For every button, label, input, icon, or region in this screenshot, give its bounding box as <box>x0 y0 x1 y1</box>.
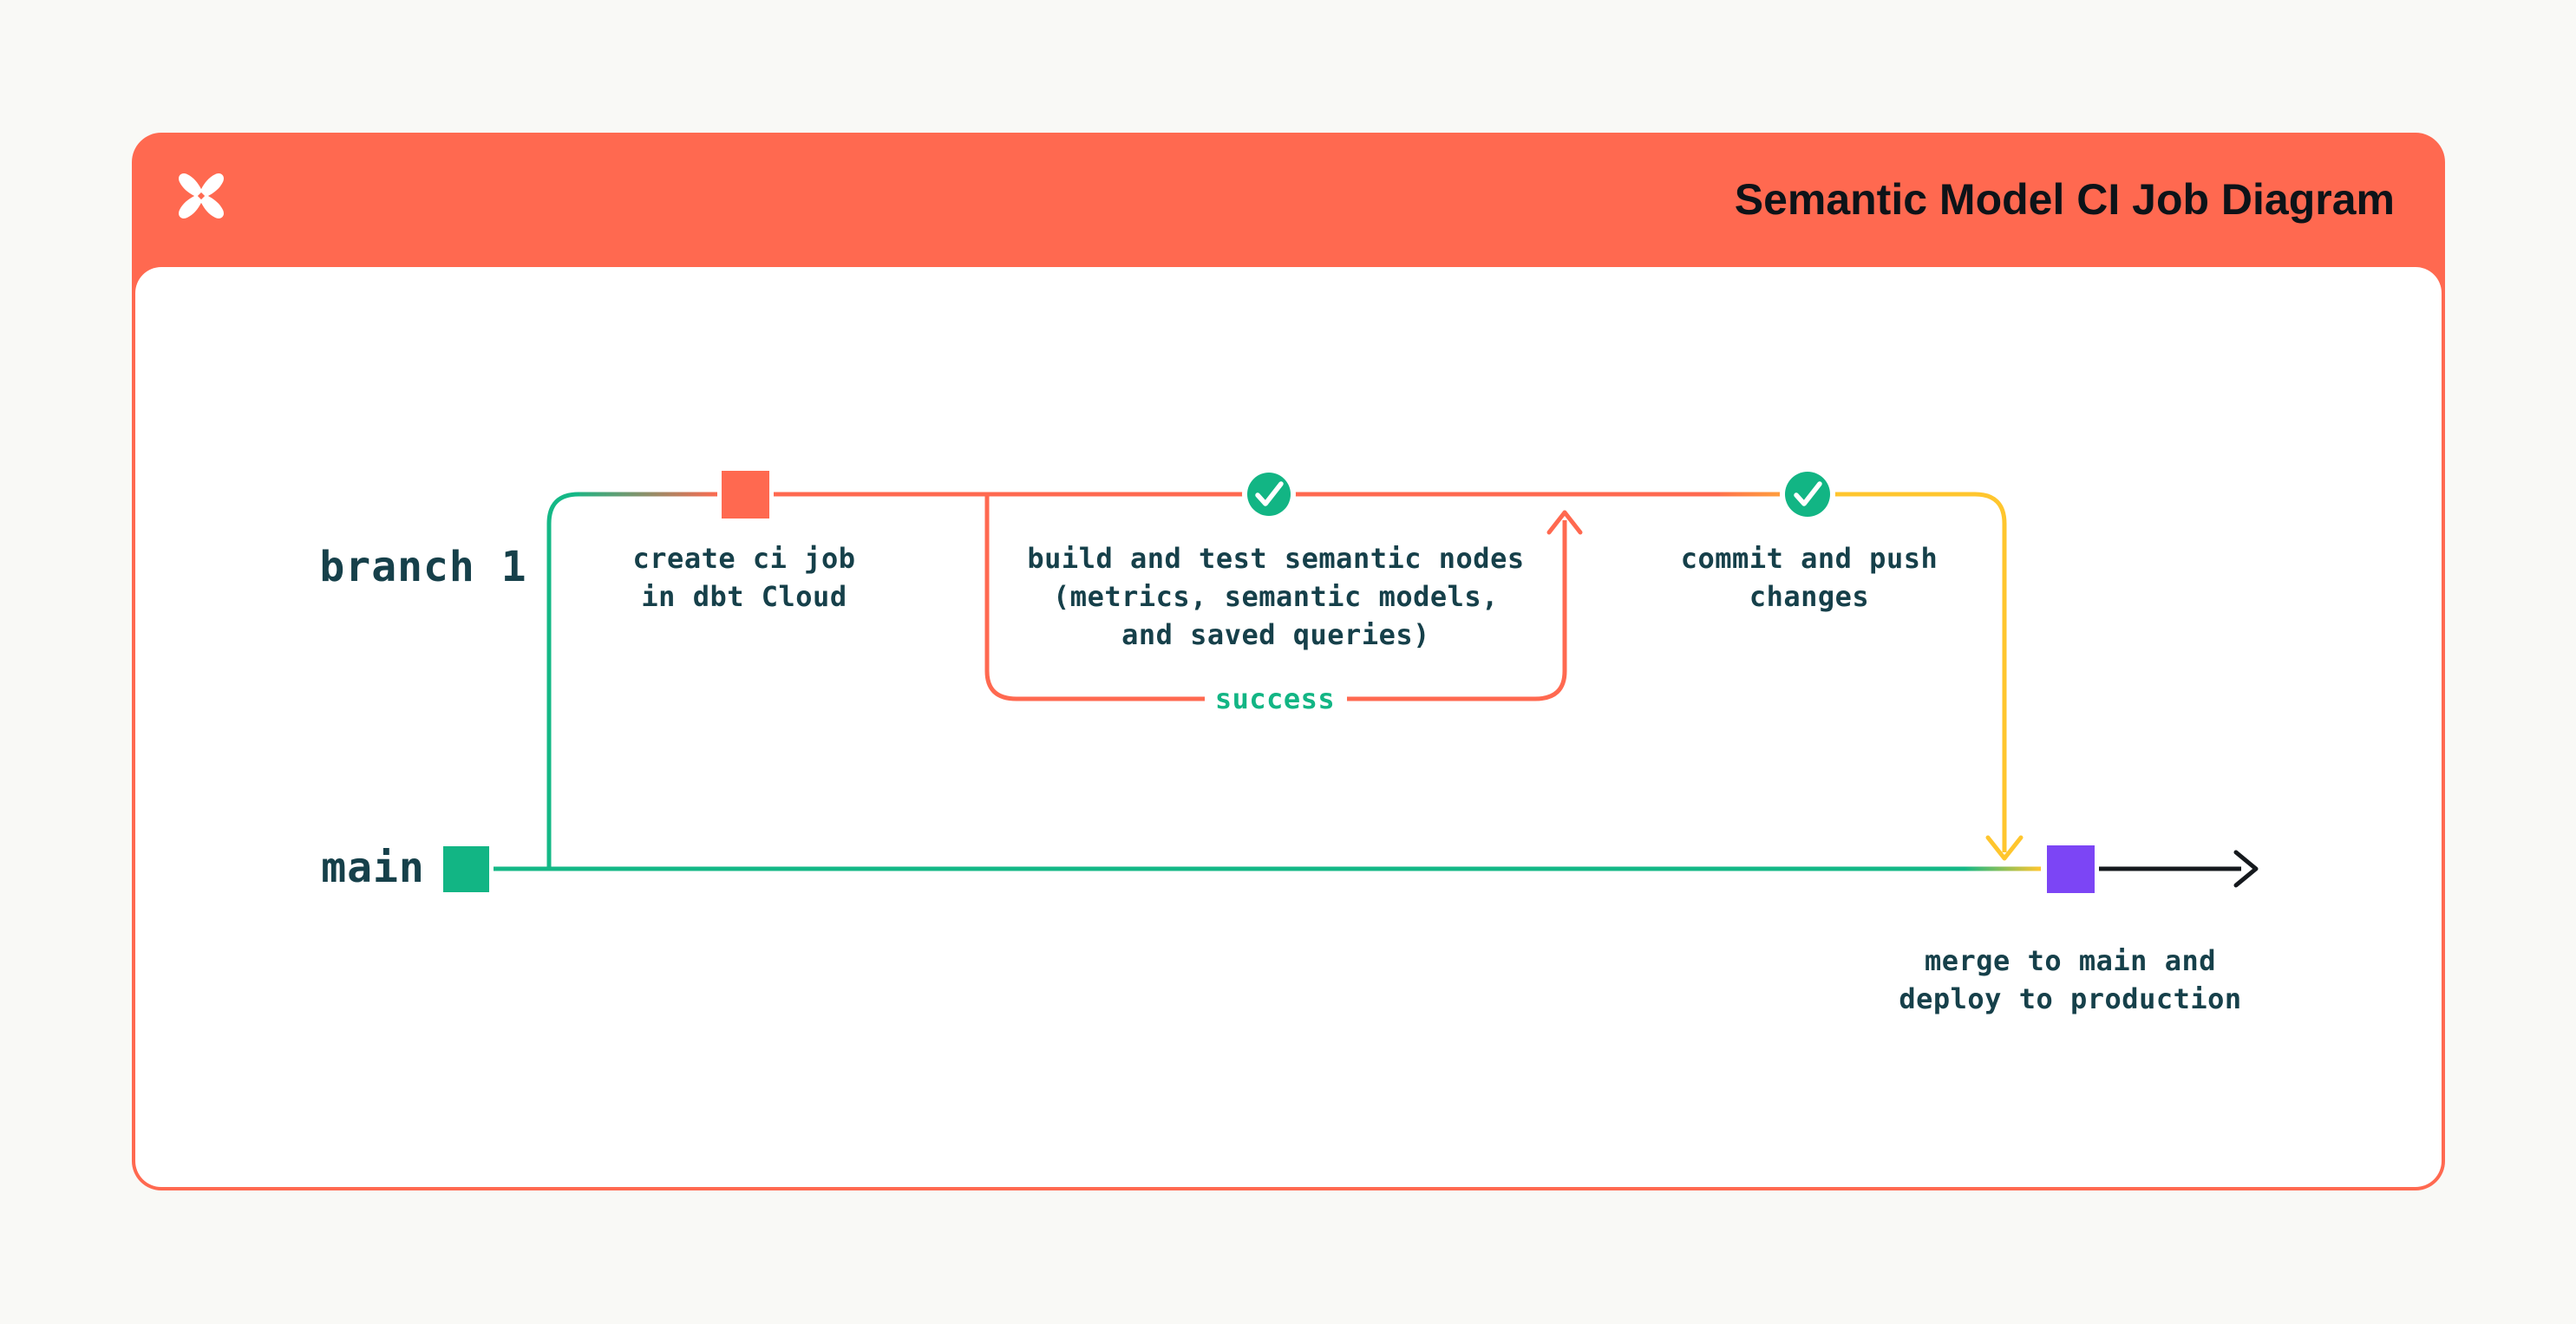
step-build-and-test: build and test semantic nodes (metrics, … <box>1027 539 1524 654</box>
lane-label-main: main <box>321 844 425 892</box>
step-commit-and-push: commit and push changes <box>1681 539 1938 616</box>
success-loop-left <box>984 496 1205 701</box>
diagram-canvas <box>135 267 2442 1187</box>
create-ci-commit-square-fill <box>722 471 769 519</box>
step-line: merge to main and <box>1924 944 2216 977</box>
step-line: (metrics, semantic models, <box>1053 580 1499 613</box>
step-line: and saved queries) <box>1121 618 1430 651</box>
check-circle-build-test-fill <box>1247 473 1291 516</box>
arrow-up-icon <box>1546 510 1583 535</box>
step-merge-deploy: merge to main and deploy to production <box>1899 942 2241 1018</box>
step-line: in dbt Cloud <box>641 580 847 613</box>
check-circle-commit-push-fill <box>1785 472 1830 517</box>
step-line: deploy to production <box>1899 982 2242 1015</box>
branch1-line-up <box>546 492 607 869</box>
success-loop-right <box>1347 520 1567 701</box>
diagram-card: Semantic Model CI Job Diagram <box>132 133 2445 1190</box>
step-create-ci-job: create ci job in dbt Cloud <box>633 539 856 616</box>
merge-commit-square-fill <box>2047 845 2095 893</box>
branch1-line-yellow-down <box>1846 492 2007 852</box>
arrow-down-icon <box>1985 835 2024 861</box>
main-commit-square-fill <box>443 846 489 892</box>
step-line: build and test semantic nodes <box>1027 542 1525 575</box>
arrow-right-icon <box>2233 850 2259 888</box>
page-title: Semantic Model CI Job Diagram <box>1734 175 2395 224</box>
check-icon <box>1794 481 1822 506</box>
step-line: commit and push <box>1680 542 1939 575</box>
dbt-logo-icon <box>179 173 224 218</box>
step-line: changes <box>1749 580 1870 613</box>
lane-label-branch1: branch 1 <box>319 543 527 591</box>
success-label: success <box>1214 682 1336 715</box>
check-icon <box>1255 481 1284 506</box>
step-line: create ci job <box>632 542 856 575</box>
